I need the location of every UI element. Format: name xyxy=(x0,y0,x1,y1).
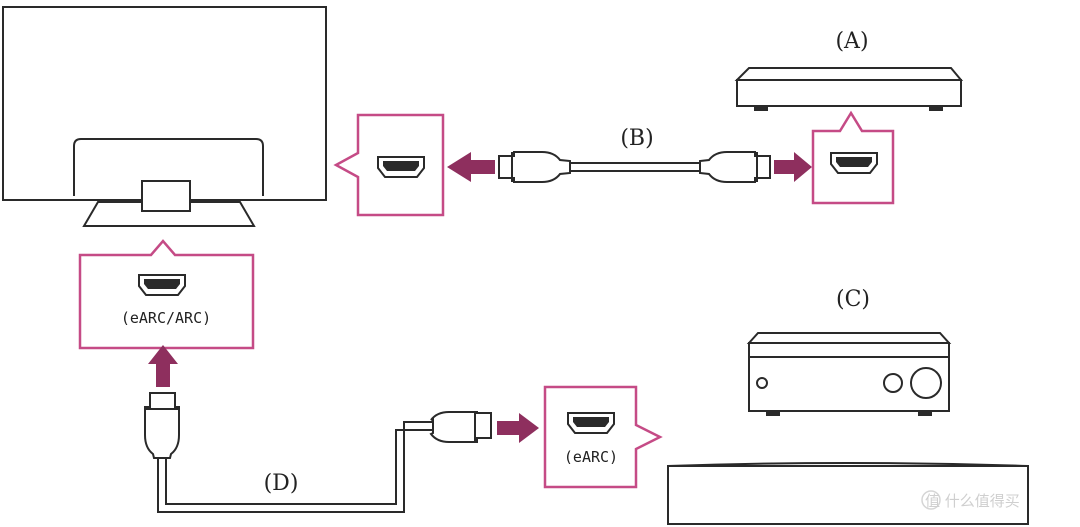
cable-b-left-plug xyxy=(498,151,571,183)
hdmi-port-icon xyxy=(377,156,425,178)
soundbar-earc-callout: (eARC) xyxy=(543,385,663,489)
tv-hdmi-callout xyxy=(333,113,445,217)
arrow-to-tv-hdmi xyxy=(447,152,495,182)
tv-stand-base xyxy=(82,201,256,227)
hdmi-port-icon xyxy=(138,274,186,296)
hdmi-port-icon xyxy=(830,152,878,174)
label-d: (D) xyxy=(264,471,299,496)
soundbar xyxy=(667,462,1029,525)
tv-stand-block xyxy=(141,180,191,212)
arrow-to-soundbar-earc xyxy=(497,413,539,443)
label-a: (A) xyxy=(835,29,868,54)
hdmi-port-icon xyxy=(567,412,615,434)
cable-d-right-plug xyxy=(429,411,492,443)
signal-arrows xyxy=(148,152,812,443)
tv-stand-neck xyxy=(73,138,264,196)
arrow-to-tv-earc xyxy=(148,345,178,387)
av-receiver xyxy=(746,332,952,416)
arrow-to-player-hdmi xyxy=(774,152,812,182)
label-b: (B) xyxy=(620,126,653,151)
label-c: (C) xyxy=(836,287,870,312)
player-hdmi-callout xyxy=(811,110,895,205)
watermark-logo-icon xyxy=(921,490,941,510)
tv-earc-callout: (eARC/ARC) xyxy=(78,239,255,350)
cable-d-top-plug xyxy=(144,392,180,459)
cable-b-right-plug xyxy=(699,151,771,183)
hdmi-cable-b xyxy=(498,151,771,183)
watermark: 值 什么值得买 xyxy=(921,490,1020,510)
player-device xyxy=(734,67,964,111)
hdmi-cable-d xyxy=(144,392,492,513)
tv-earc-arc-label: (eARC/ARC) xyxy=(121,309,211,327)
tv xyxy=(2,6,327,227)
soundbar-earc-label: (eARC) xyxy=(564,448,618,466)
watermark-text: 值 什么值得买 xyxy=(925,492,1020,510)
